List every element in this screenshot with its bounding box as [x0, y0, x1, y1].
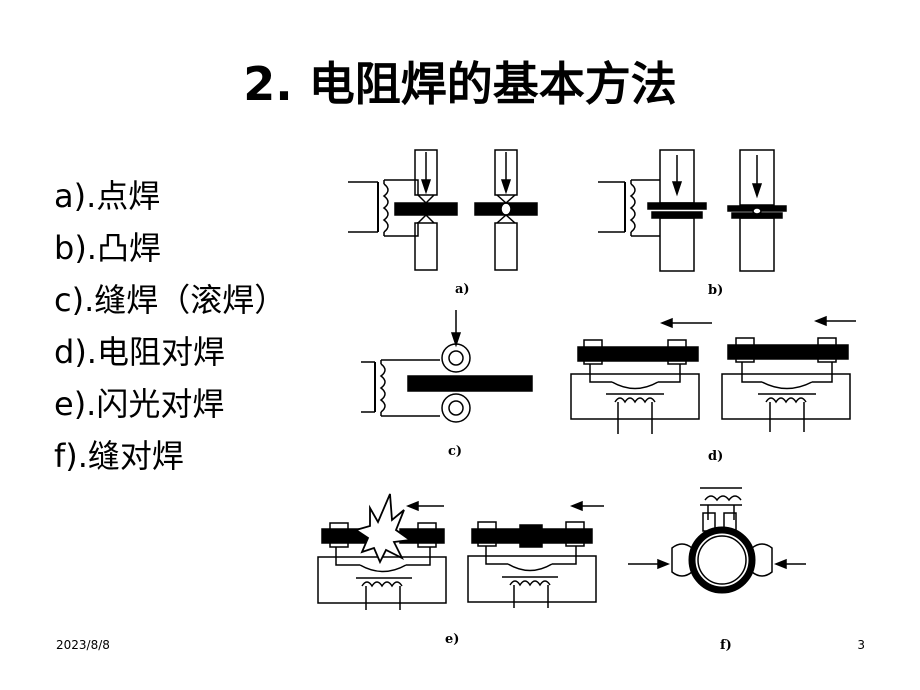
caption-d: d) [708, 449, 723, 464]
caption-c: c) [448, 444, 462, 459]
footer-date: 2023/8/8 [56, 638, 110, 652]
method-item-d: d).电阻对焊 [54, 333, 225, 371]
diagram-seam-butt-welding: f) [628, 487, 806, 653]
caption-b: b) [708, 283, 723, 298]
caption-f: f) [720, 638, 732, 653]
slide-title: 2. 电阻焊的基本方法 [243, 57, 677, 111]
caption-a: a) [455, 282, 470, 297]
welding-method-list: a).点焊 b).凸焊 c).缝焊（滚焊） d).电阻对焊 e).闪光对焊 f)… [54, 170, 286, 482]
diagram-seam-welding: c) [361, 310, 533, 459]
diagram-flash-welding: e) [317, 493, 604, 647]
diagram-projection-welding: b) [598, 149, 787, 298]
method-item-e: e).闪光对焊 [54, 385, 225, 423]
method-item-a: a).点焊 [54, 177, 161, 215]
method-item-c: c).缝焊（滚焊） [54, 281, 287, 319]
caption-e: e) [445, 632, 459, 647]
diagram-butt-welding: d) [570, 315, 856, 464]
footer-page-number: 3 [857, 638, 865, 652]
method-item-f: f).缝对焊 [54, 437, 184, 475]
method-item-b: b).凸焊 [54, 229, 161, 267]
diagram-spot-welding: a) [348, 149, 538, 297]
